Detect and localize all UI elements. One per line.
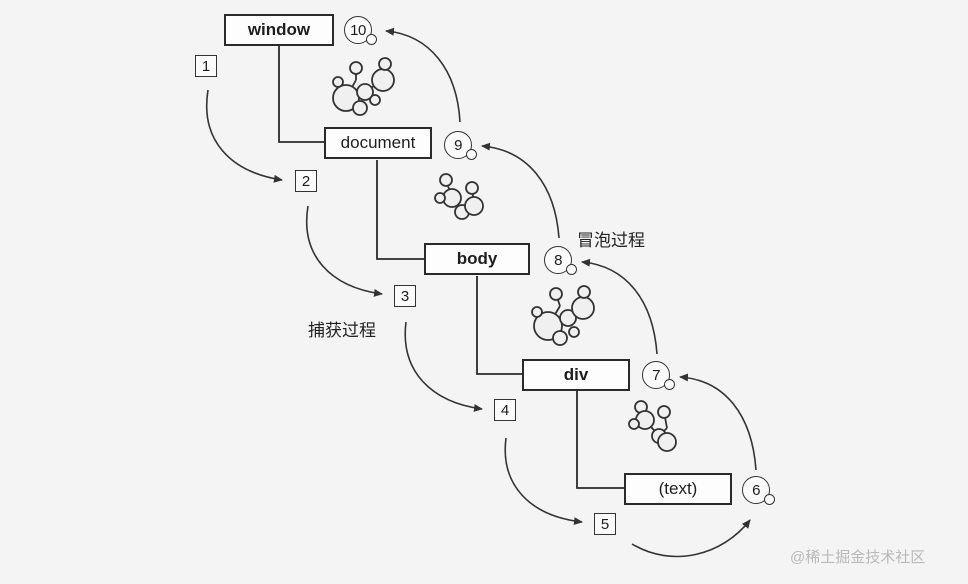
capture-arrow-5-6 bbox=[631, 519, 751, 558]
bubble-step-6-label: 6 bbox=[752, 481, 760, 499]
bubble-cluster-4 bbox=[628, 400, 677, 452]
bubble-step-8: 8 bbox=[544, 246, 577, 275]
connector-div-text bbox=[576, 391, 625, 489]
capture-step-3: 3 bbox=[394, 285, 416, 307]
capture-step-2: 2 bbox=[295, 170, 317, 192]
bubble-step-10-label: 10 bbox=[350, 21, 366, 39]
bubble-step-10: 10 bbox=[344, 16, 377, 45]
bubble-arrow-9-10 bbox=[385, 27, 461, 123]
node-text: (text) bbox=[624, 473, 732, 505]
connector-window-document bbox=[278, 46, 325, 143]
bubble-step-6: 6 bbox=[742, 476, 775, 505]
bubble-arrow-8-9 bbox=[481, 142, 560, 239]
capture-step-5: 5 bbox=[594, 513, 616, 535]
capture-arrow-4-5 bbox=[504, 437, 583, 526]
bubble-step-9: 9 bbox=[444, 131, 477, 160]
bubble-cluster-1 bbox=[332, 57, 395, 116]
capture-step-1: 1 bbox=[195, 55, 217, 77]
capture-phase-label: 捕获过程 bbox=[308, 321, 376, 340]
connector-document-body bbox=[376, 160, 425, 260]
bubble-step-8-label: 8 bbox=[554, 251, 562, 269]
node-window: window bbox=[224, 14, 334, 46]
capture-arrow-1-2 bbox=[206, 89, 283, 183]
bubble-step-7: 7 bbox=[642, 361, 675, 390]
connector-body-div bbox=[476, 276, 522, 375]
capture-arrow-3-4 bbox=[404, 321, 483, 412]
bubble-step-7-label: 7 bbox=[652, 366, 660, 384]
bubble-arrow-6-7 bbox=[679, 373, 757, 471]
node-div: div bbox=[522, 359, 630, 391]
node-body: body bbox=[424, 243, 530, 275]
capture-step-4: 4 bbox=[494, 399, 516, 421]
watermark: @稀土掘金技术社区 bbox=[790, 549, 926, 566]
node-document: document bbox=[324, 127, 432, 159]
bubble-arrow-7-8 bbox=[581, 258, 658, 355]
capture-arrow-2-3 bbox=[306, 205, 383, 297]
bubble-cluster-3 bbox=[531, 285, 595, 346]
bubble-step-9-label: 9 bbox=[454, 136, 462, 154]
bubble-cluster-2 bbox=[434, 173, 484, 220]
bubble-phase-label: 冒泡过程 bbox=[577, 231, 645, 250]
